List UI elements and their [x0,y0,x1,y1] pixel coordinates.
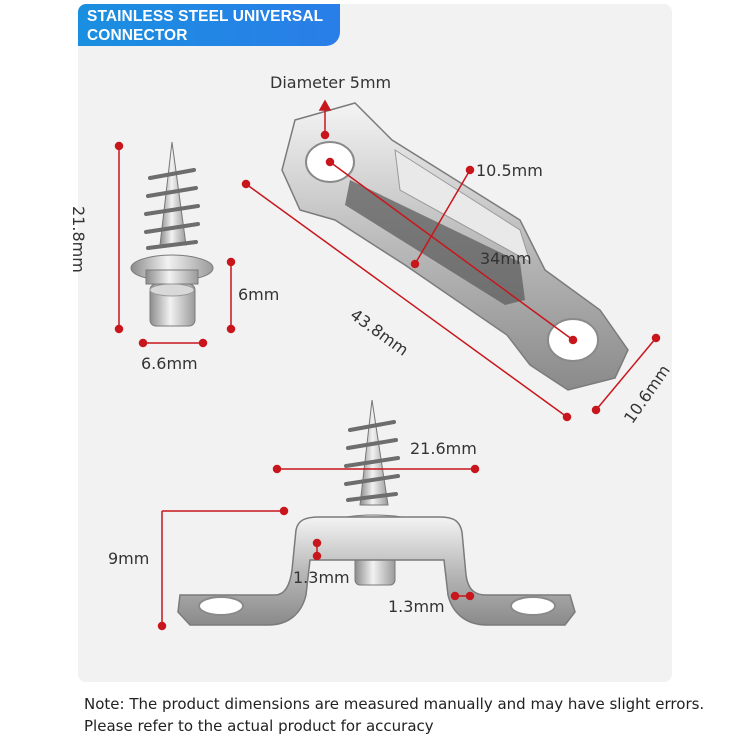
label-height: 9mm [108,549,150,568]
title-line-1: STAINLESS STEEL UNIVERSAL [87,8,324,25]
label-hole-gap: 10.5mm [476,161,543,180]
label-screw-head-width: 6.6mm [141,354,198,373]
connector-side-dimension-lines [157,464,480,631]
disclaimer-note: Note: The product dimensions are measure… [84,695,705,735]
screw-image [130,141,214,327]
screw-dimension-lines [114,141,236,348]
connector-side-view [177,399,576,626]
label-bridge-width: 21.6mm [410,439,477,458]
label-screw-length: 21.8mm [69,206,88,273]
connector-top-view [281,102,629,391]
label-screw-head-height: 6mm [238,285,280,304]
label-thickness-2: 1.3mm [388,597,445,616]
label-thickness-1: 1.3mm [293,568,350,587]
label-diameter: Diameter 5mm [270,73,392,92]
title-line-2: CONNECTOR [87,27,188,44]
label-slot-length: 34mm [480,249,532,268]
connector-top-dimension-lines [241,99,661,422]
title-badge: STAINLESS STEEL UNIVERSAL CONNECTOR [78,4,340,46]
